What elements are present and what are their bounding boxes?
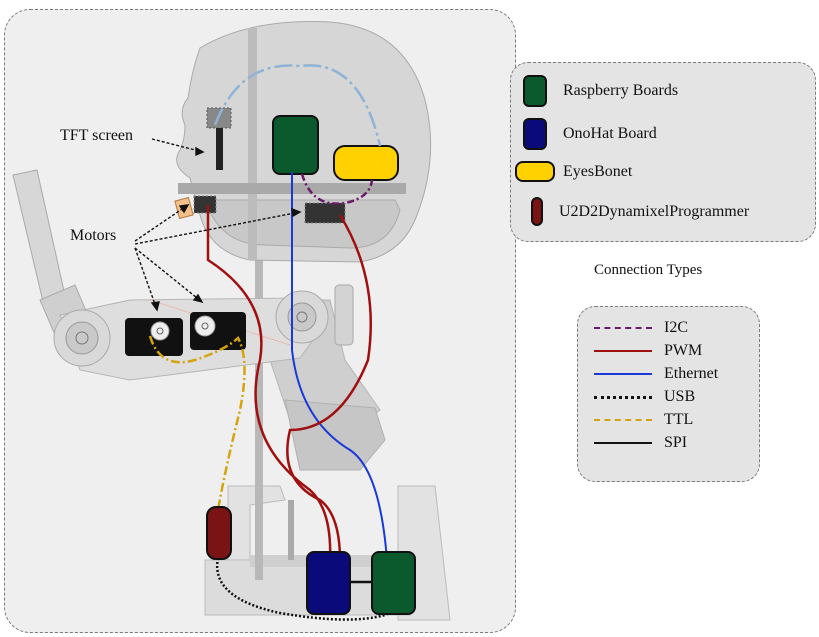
pwm-connection-left <box>206 205 332 561</box>
legend-label: TTL <box>664 411 694 428</box>
legend-label: Raspberry Boards <box>563 82 679 99</box>
tft-screen-label: TFT screen <box>60 127 134 144</box>
u2d2-programmer <box>206 506 232 560</box>
legend-item-usb: USB <box>594 388 695 406</box>
ethernet-connection <box>291 172 388 561</box>
components-legend: Raspberry Boards OnoHat Board EyesBonet … <box>510 62 816 242</box>
legend-label: Ethernet <box>664 365 719 382</box>
base-raspberry-board <box>371 551 416 615</box>
onohat-swatch <box>523 118 547 150</box>
legend-label: I2C <box>664 319 688 336</box>
legend-item-u2d2: U2D2DynamixelProgrammer <box>531 197 749 226</box>
legend-item-raspberry: Raspberry Boards <box>523 75 678 107</box>
spi-arc <box>213 64 382 147</box>
legend-item-ethernet: Ethernet <box>594 365 718 383</box>
connections-legend: I2C PWM Ethernet USB TTL SPI <box>577 306 760 482</box>
eyesbonet-board <box>333 145 399 181</box>
legend-label: USB <box>664 388 696 405</box>
ttl-swatch <box>594 419 652 421</box>
legend-item-spi: SPI <box>594 434 687 452</box>
legend-item-i2c: I2C <box>594 319 688 337</box>
usb-swatch <box>594 395 652 399</box>
legend-label: OnoHat Board <box>563 125 657 142</box>
legend-label: PWM <box>664 342 703 359</box>
head-raspberry-board <box>272 115 319 175</box>
legend-label: SPI <box>664 434 688 451</box>
arm-servo-right <box>190 312 246 350</box>
i2c-connection <box>300 173 374 205</box>
legend-item-ttl: TTL <box>594 411 693 429</box>
arm-servo-left <box>125 318 183 356</box>
spi-swatch <box>594 442 652 444</box>
eyesbonet-swatch <box>515 161 555 182</box>
legend-item-eyesbonet: EyesBonet <box>515 161 632 182</box>
legend-item-pwm: PWM <box>594 342 702 360</box>
u2d2-swatch <box>531 197 543 226</box>
i2c-swatch <box>594 327 652 329</box>
onohat-board <box>306 551 351 615</box>
legend-label: U2D2DynamixelProgrammer <box>559 202 750 220</box>
ttl-connection <box>148 335 246 511</box>
pwm-connection-right <box>286 214 373 561</box>
raspberry-swatch <box>523 75 547 107</box>
connection-types-title: Connection Types <box>594 262 703 278</box>
legend-label: EyesBonet <box>563 162 633 180</box>
legend-item-onohat: OnoHat Board <box>523 118 657 150</box>
motors-label: Motors <box>70 227 117 244</box>
ethernet-swatch <box>594 373 652 375</box>
annotation-arrows <box>134 138 302 312</box>
pwm-swatch <box>594 350 652 352</box>
